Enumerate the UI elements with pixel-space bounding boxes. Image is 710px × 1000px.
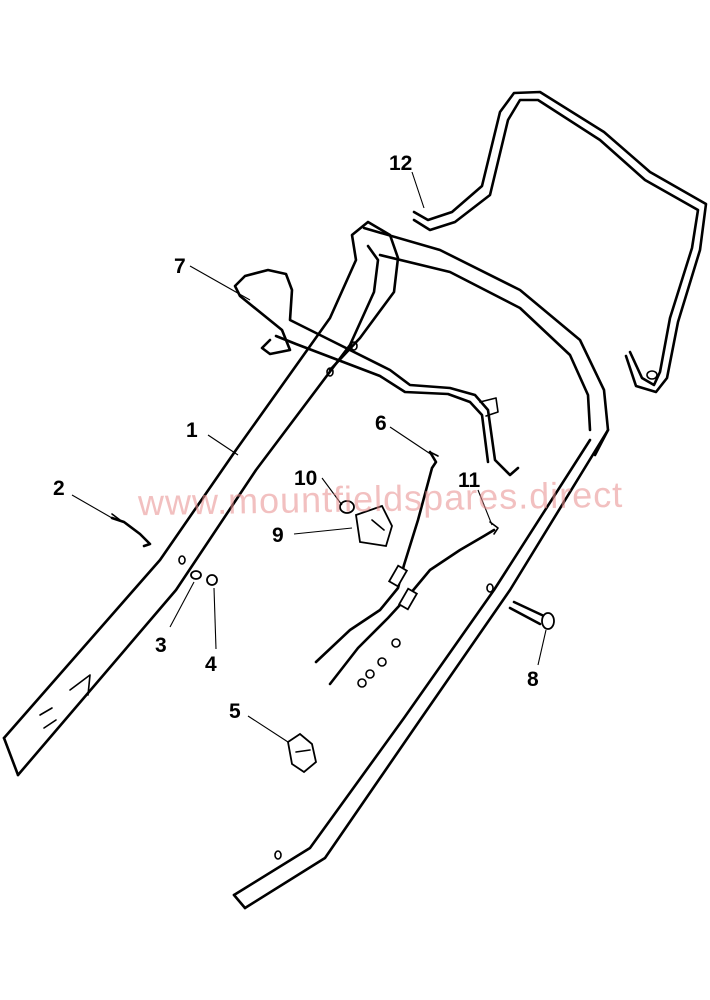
part-7-control-lever [233,268,520,477]
callout-3: 3 [155,634,167,657]
callout-1: 1 [186,419,198,442]
callout-7: 7 [174,255,186,278]
callout-8: 8 [527,668,539,691]
leader-lines [71,171,547,743]
watermark-text: www.mountfieldspares.direct [137,473,624,524]
part-9-clip-block [355,504,393,548]
part-11-cable [328,521,499,686]
part-6-cable [314,450,439,664]
cable-clips [357,638,401,688]
part-4-nut [206,574,218,586]
part-10-bush [339,500,355,514]
part-2-cable-tie [110,513,152,548]
callout-9: 9 [272,524,284,547]
callout-10: 10 [294,467,318,490]
part-8-bolt [508,600,555,630]
callout-2: 2 [53,477,65,500]
callout-4: 4 [205,653,217,676]
callout-6: 6 [375,412,387,435]
part-1-main-handle [2,220,610,910]
callout-5: 5 [229,700,241,723]
callout-12: 12 [389,152,413,175]
callout-11: 11 [458,469,481,492]
part-12-top-bail-bar [412,90,708,394]
part-3-washer [190,570,202,580]
part-5-cable-guide [287,732,317,774]
